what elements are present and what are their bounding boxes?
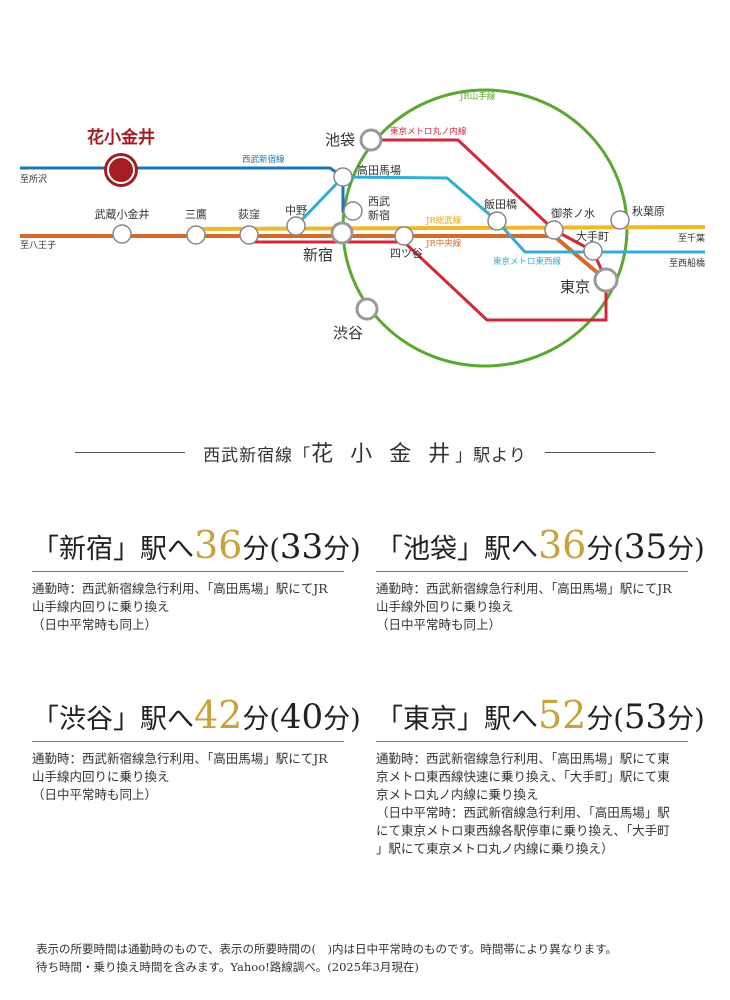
routes-0-dest: 「新宿」駅へ: [32, 534, 194, 565]
routes-3-note-4: にて東京メトロ東西線各駅停車に乗り換え、「大手町: [376, 823, 670, 838]
routes-2-note-0: 通勤時：西武新宿線急行利用、「高田馬場」駅にてJR: [32, 751, 328, 766]
station-iidabashi: 飯田橋: [484, 197, 517, 211]
routes-1-alt: 35: [623, 527, 668, 567]
station-shibuya: 渋谷: [333, 324, 363, 342]
dir-chiba: 至千葉: [678, 232, 705, 244]
heading-suffix: 」駅より: [455, 446, 527, 466]
routes-3-note-0: 通勤時：西武新宿線急行利用、「高田馬場」駅にて東: [376, 751, 670, 766]
station-tokyo: 東京: [560, 278, 590, 296]
routes-3-unit: 分: [586, 704, 614, 735]
station-mitaka: 三鷹: [185, 207, 207, 221]
label-seibu-line: 西武新宿線: [242, 154, 285, 165]
routes-2-paren_open: (: [269, 704, 280, 735]
routes-3-paren_close: 分): [667, 704, 705, 735]
routes-1-time: 36: [538, 523, 587, 567]
routes-3-alt: 53: [623, 697, 668, 737]
routes-2-paren_close: 分): [323, 704, 361, 735]
routes-3-paren_open: (: [613, 704, 624, 735]
station-ochanomizu: 御茶ノ水: [551, 206, 595, 220]
station-shinjuku: 新宿: [303, 246, 333, 264]
line-chuo: [20, 234, 608, 282]
label-yamanote-line: JR山手線: [459, 91, 496, 102]
routes-1-note-1: 山手線外回りに乗り換え: [376, 599, 514, 614]
station-seibushinjuku-1: 西武: [368, 195, 390, 208]
station-takadanobaba: 高田馬場: [357, 163, 401, 177]
footnote: 表示の所要時間は通勤時のもので、表示の所要時間の( )内は日中平常時のものです。…: [36, 940, 617, 976]
routes-1-paren_close: 分): [667, 534, 705, 565]
routes-1-note-2: （日中平常時も同上）: [376, 617, 502, 632]
routes-1-unit: 分: [586, 534, 614, 565]
routes-1-paren_open: (: [613, 534, 624, 565]
routes-1-note-0: 通勤時：西武新宿線急行利用、「高田馬場」駅にてJR: [376, 581, 672, 596]
label-chuo-line: JR中央線: [425, 238, 462, 249]
origin-label: 花小金井: [87, 127, 155, 148]
station-nakano: 中野: [285, 204, 307, 217]
major-stations: [330, 128, 619, 321]
routes-2-dest: 「渋谷」駅へ: [32, 704, 194, 735]
routes-3-note-3: （日中平常時：西武新宿線急行利用、「高田馬場」駅: [376, 805, 670, 820]
station-musashikoganei: 武蔵小金井: [95, 207, 150, 221]
routes-2-note-1: 山手線内回りに乗り換え: [32, 769, 170, 784]
routes-0-paren_close: 分): [323, 534, 361, 565]
routes-0-note-2: （日中平常時も同上）: [32, 617, 158, 632]
heading-station: 花 小 金 井: [311, 442, 456, 467]
routes-0-paren_open: (: [269, 534, 280, 565]
stations: [112, 167, 630, 261]
footer-0: 表示の所要時間は通勤時のもので、表示の所要時間の( )内は日中平常時のものです。…: [36, 942, 617, 956]
station-akihabara: 秋葉原: [632, 204, 665, 218]
routes-2-note-2: （日中平常時も同上）: [32, 787, 158, 802]
label-sobu-line: JR総武線: [425, 215, 462, 226]
dir-hachioji: 至八王子: [20, 240, 56, 251]
routes-3-dest: 「東京」駅へ: [376, 704, 538, 735]
routes-0-unit: 分: [242, 534, 270, 565]
line-tozai: [294, 175, 705, 254]
route-ikebukuro: 「池袋」駅へ36分(35分) 通勤時：西武新宿線急行利用、「高田馬場」駅にてJR…: [376, 523, 705, 634]
section-heading: 西武新宿線「花 小 金 井」駅より: [0, 436, 730, 468]
routes-2-unit: 分: [242, 704, 270, 735]
routes-0-alt: 33: [279, 527, 324, 567]
station-ikebukuro: 池袋: [325, 131, 355, 149]
routes-0-note-0: 通勤時：西武新宿線急行利用、「高田馬場」駅にてJR: [32, 581, 328, 596]
routes-2-alt: 40: [279, 697, 324, 737]
line-sobu: [195, 225, 706, 231]
routes-3-time: 52: [538, 693, 587, 737]
label-marunouchi-line: 東京メトロ丸ノ内線: [390, 126, 467, 137]
routes-3-note-5: 」駅にて東京メトロ丸ノ内線に乗り換え）: [376, 841, 614, 856]
routes-0-time: 36: [194, 523, 243, 567]
footer-1: 待ち時間・乗り換え時間を含みます。Yahoo!路線調べ。(2025年3月現在): [36, 960, 419, 974]
route-shibuya: 「渋谷」駅へ42分(40分) 通勤時：西武新宿線急行利用、「高田馬場」駅にてJR…: [32, 693, 361, 804]
dir-nishifunabashi: 至西船橋: [669, 257, 705, 269]
station-yotsuya: 四ツ谷: [390, 247, 423, 260]
routes-3-note-1: 京メトロ東西線快速に乗り換え、「大手町」駅にて東: [376, 769, 670, 784]
routes-0-note-1: 山手線内回りに乗り換え: [32, 599, 170, 614]
routes-1-dest: 「池袋」駅へ: [376, 534, 538, 565]
station-ogikubo: 荻窪: [238, 207, 260, 221]
station-otemachi: 大手町: [576, 229, 609, 243]
routes-3-note-2: 京メトロ丸ノ内線に乗り換え: [376, 787, 539, 802]
dir-tokorozawa: 至所沢: [20, 173, 47, 185]
route-shinjuku: 「新宿」駅へ36分(33分) 通勤時：西武新宿線急行利用、「高田馬場」駅にてJR…: [32, 523, 361, 634]
route-tokyo: 「東京」駅へ52分(53分) 通勤時：西武新宿線急行利用、「高田馬場」駅にて東京…: [376, 693, 705, 858]
routes-2-time: 42: [194, 693, 243, 737]
station-seibushinjuku-2: 新宿: [368, 208, 390, 222]
route-map: 花小金井 至所沢 至八王子 至千葉 至西船橋 武蔵小金井 三鷹 荻窪 中野 高田…: [20, 88, 706, 368]
heading-prefix: 西武新宿線「: [203, 446, 312, 466]
label-tozai-line: 東京メトロ東西線: [493, 256, 562, 267]
